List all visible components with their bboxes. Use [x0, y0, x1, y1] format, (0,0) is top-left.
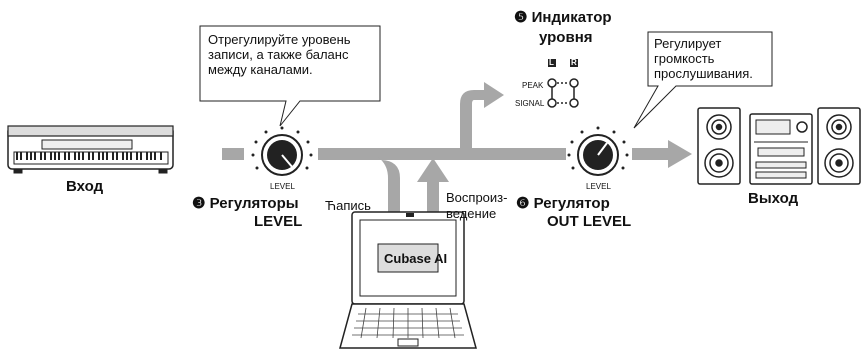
level-title-line-2: LEVEL: [254, 213, 303, 230]
level-callout-line-1: Отрегулируйте уровень: [208, 32, 351, 47]
keyboard-icon: [7, 125, 174, 174]
laptop-icon: [339, 211, 477, 349]
callout-bubbles: [199, 25, 773, 129]
playback-label-line-1: Воспроиз-: [446, 190, 508, 205]
out-callout-line-1: Регулирует: [654, 36, 722, 51]
level-meter-icon: [547, 59, 579, 108]
out-callout-line-3: прослушивания.: [654, 66, 753, 81]
out-level-title-line-2: OUT LEVEL: [547, 213, 632, 230]
out-callout-line-2: громкость: [654, 51, 715, 66]
out-level-title-line-1: ❻ Регулятор: [516, 194, 610, 212]
level-knob-icon: [251, 126, 313, 176]
level-title-line-1: ❸ Регуляторы: [192, 194, 299, 212]
level-number-badge: ❸: [192, 195, 206, 212]
record-label: Ћапись: [325, 198, 371, 213]
out-level-knob-label: LEVEL: [586, 182, 611, 191]
level-callout-line-3: между каналами.: [208, 62, 313, 77]
meter-left-channel: L: [549, 58, 554, 67]
meter-right-channel: R: [571, 58, 577, 67]
meter-number-badge: ❺: [514, 9, 528, 26]
level-title-text: Регуляторы: [209, 195, 299, 212]
meter-arrow: [484, 82, 504, 108]
playback-label-line-2: ведение: [446, 206, 497, 221]
playback-arrow: [417, 158, 449, 182]
meter-title-text: Индикатор: [531, 9, 612, 26]
level-knob-label: LEVEL: [270, 182, 295, 191]
out-level-knob-icon: [567, 126, 629, 176]
laptop-screen-text: Cubase AI: [384, 251, 448, 266]
meter-title-line-2: уровня: [539, 29, 593, 46]
speakers-icon: [697, 107, 861, 185]
signal-label: SIGNAL: [515, 99, 545, 108]
input-label: Вход: [66, 178, 104, 195]
out-level-number-badge: ❻: [516, 195, 530, 212]
level-callout-line-2: записи, а также баланс: [208, 47, 349, 62]
out-level-title-text: Регулятор: [533, 195, 610, 212]
peak-label: PEAK: [522, 81, 544, 90]
meter-title-line-1: ❺ Индикатор: [514, 8, 612, 26]
output-label: Выход: [748, 190, 799, 207]
